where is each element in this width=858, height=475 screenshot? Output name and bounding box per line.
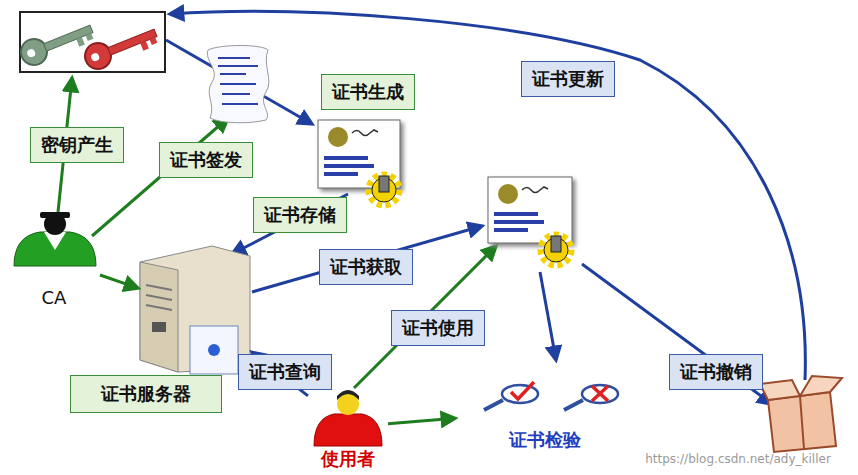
connector-arrow	[388, 418, 455, 423]
server-node: 证书服务器	[138, 243, 252, 373]
node-label: 证书检验	[509, 428, 581, 452]
step-label: 证书使用	[391, 310, 485, 346]
connector-arrow	[100, 275, 138, 288]
node-label: 证书服务器	[70, 375, 222, 413]
step-label: 证书撤销	[669, 354, 763, 390]
revoke-arrow	[582, 264, 772, 404]
certificate-generated	[318, 120, 400, 205]
fetch-arrow	[252, 226, 482, 292]
edge-label: 证书查询	[238, 354, 332, 390]
server-figure	[140, 246, 250, 374]
step-label: 证书更新	[521, 61, 615, 97]
renew-arrow	[170, 11, 805, 380]
step-label: 密钥产生	[30, 127, 124, 163]
check-node: 证书检验	[455, 370, 635, 452]
user-figure	[314, 390, 382, 446]
check-icons	[484, 382, 618, 410]
trash-box	[760, 376, 842, 452]
verify-arrow	[540, 272, 556, 360]
step-label: 证书生成	[321, 74, 415, 110]
document-scroll	[207, 46, 269, 123]
step-label: 证书获取	[319, 249, 413, 285]
step-label: 证书存储	[253, 197, 347, 233]
node-label: 使用者	[321, 447, 375, 471]
key-pair	[17, 12, 165, 73]
watermark: https://blog.csdn.net/ady_killer	[645, 452, 831, 466]
ca-figure	[14, 212, 96, 266]
user-node: 使用者	[308, 383, 388, 471]
node-label: CA	[42, 287, 67, 308]
certificate-issued	[488, 177, 572, 265]
ca-node: CA	[8, 210, 100, 308]
store-arrow	[232, 194, 348, 254]
generate-arrow	[166, 40, 312, 124]
step-label: 证书签发	[159, 142, 253, 178]
